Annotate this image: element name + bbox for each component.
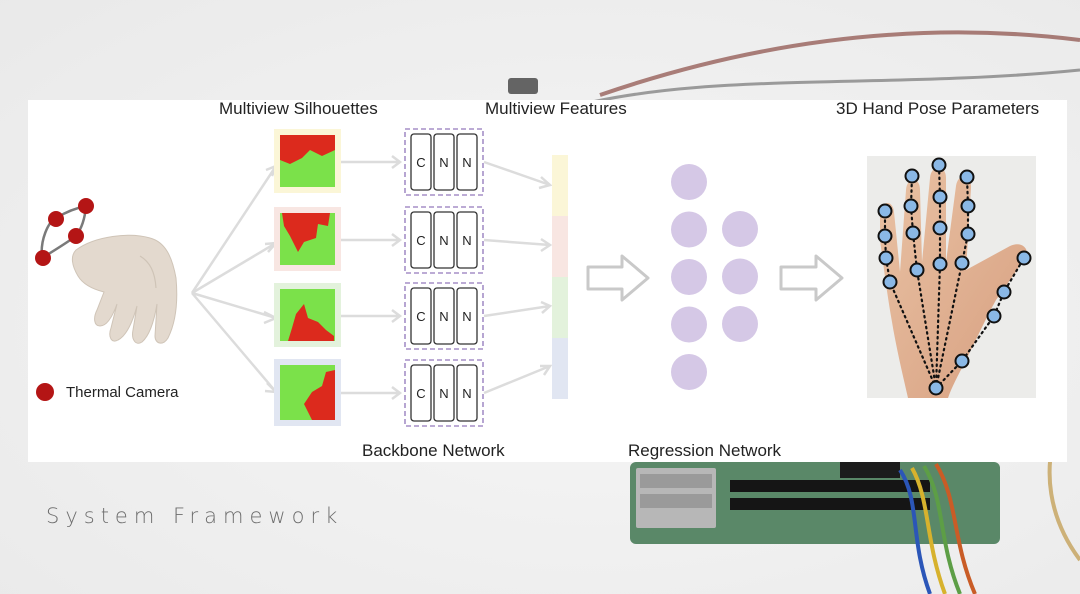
cnn-layer-letter: C [416,386,425,401]
hand-keypoint [986,308,1002,324]
cnn-layer-letter: C [416,309,425,324]
cnn-layer-box [433,133,455,191]
feature-segment [552,277,568,338]
hand-keypoint [877,203,893,219]
cnn-layer-box [456,364,478,422]
silhouette-view-1 [274,129,341,193]
hand-keypoint [905,225,921,241]
cnn-layer-letter: C [416,233,425,248]
silhouette-to-cnn-arrows [341,155,403,400]
hand-keypoint [954,255,970,271]
hand-pose-parameters-label: 3D Hand Pose Parameters [836,99,1039,118]
feature-segment [552,338,568,399]
hand-keypoint [960,226,976,242]
cnn-layer-letter: N [439,155,448,170]
cnn-layer-letter: N [462,155,471,170]
cnn-layer-letter: N [462,309,471,324]
hand-keypoint [960,198,976,214]
cnn-to-feature-arrows [483,160,553,395]
hand-keypoint [909,262,925,278]
hand-keypoint [932,220,948,236]
regression-node [671,259,707,295]
regression-node [671,306,707,343]
thermal-camera-dot [78,198,94,214]
regression-node [722,211,758,247]
hand-keypoint [878,250,894,266]
regression-node [671,164,707,200]
hand-keypoint [928,380,944,396]
legend-camera-label: Thermal Camera [66,384,179,401]
fanout-arrows [190,163,280,394]
cnn-layer-box [456,133,478,191]
regression-node [671,354,707,390]
cnn-layer-letter: N [462,233,471,248]
cnn-layer-box [433,211,455,269]
finger-bone-line [934,175,970,390]
multiview-feature-vector [552,155,568,399]
thermal-camera-rig [35,198,94,266]
backbone-network-label: Backbone Network [362,441,505,460]
thermal-camera-dot [68,228,84,244]
regression-to-pose-arrow [779,254,844,302]
hand-keypoint [1016,250,1032,266]
regression-network [671,164,758,390]
hand-keypoint [882,274,898,290]
regression-node [722,306,758,342]
cnn-layer-letter: N [439,386,448,401]
regression-node [671,211,707,248]
regression-network-label: Regression Network [628,441,782,460]
cnn-layer-box [410,364,432,422]
silhouette-view-4 [274,359,341,426]
cnn-layer-letter: N [439,309,448,324]
silhouette-view-2 [274,207,341,271]
cnn-layer-box [456,287,478,345]
cnn-layer-box [456,211,478,269]
finger-bone-line [909,174,938,390]
hand-keypoint [954,353,970,369]
hand-keypoint [932,256,948,272]
cnn-layer-letter: N [439,233,448,248]
feature-to-regression-arrow [586,254,650,302]
feature-segment [552,216,568,277]
legend-camera-marker [36,383,54,401]
hand-keypoint [959,169,975,185]
silhouette-view-3 [274,283,341,347]
hand-keypoint [996,284,1012,300]
multiview-silhouettes-label: Multiview Silhouettes [219,99,378,118]
regression-node [722,258,758,295]
slide-caption: System Framework [46,504,344,528]
hand-keypoint [877,228,893,244]
cnn-layer-box [433,364,455,422]
thermal-camera-dot [48,211,64,227]
thermal-camera-dot [35,250,51,266]
cnn-layer-box [410,287,432,345]
hand-keypoint [904,168,920,184]
cnn-layer-box [410,133,432,191]
cnn-layer-letter: N [462,386,471,401]
hand-keypoint [932,189,948,205]
hand-model-image [71,234,178,344]
hand-keypoint-skeleton [877,157,1032,396]
multiview-features-label: Multiview Features [485,99,627,118]
cnn-layer-letter: C [416,155,425,170]
hand-keypoint [931,157,947,173]
cnn-layer-box [433,287,455,345]
cnn-layer-box [410,211,432,269]
feature-segment [552,155,568,216]
hand-keypoint [903,198,919,214]
hand-pose-image [867,156,1036,398]
